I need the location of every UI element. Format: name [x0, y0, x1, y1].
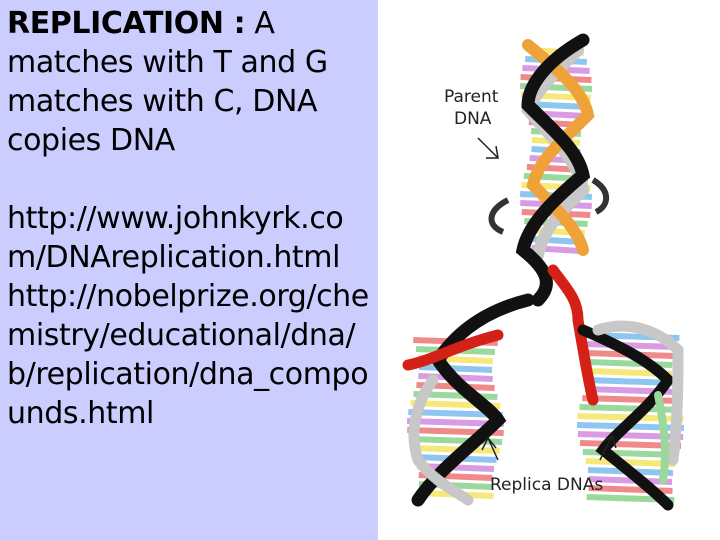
diagram-panel: Parent DNA Replica DNAs: [378, 0, 720, 540]
parent-strand-orange: [522, 39, 595, 256]
replica-right-black: [577, 324, 676, 511]
parent-pointer-arrow: [477, 137, 499, 159]
text-panel: REPLICATION : A matches with T and G mat…: [0, 0, 378, 540]
heading-body: A matches with T and G matches with C, D…: [7, 6, 328, 158]
base-pair-rung: [418, 364, 493, 373]
base-pair-rung: [579, 404, 682, 413]
parent-strand-black: [515, 33, 591, 307]
heading-bold: REPLICATION :: [7, 6, 246, 41]
label-parent-line2: DNA: [454, 109, 492, 129]
replica-left-black: [411, 293, 535, 507]
replica-pointer-right: [599, 434, 617, 461]
slide-text: REPLICATION : A matches with T and G mat…: [7, 4, 375, 433]
link-johnkyrk[interactable]: http://www.johnkyrk.com/DNAreplication.h…: [7, 201, 344, 275]
replica-left-red: [402, 329, 504, 371]
label-replica-dnas: Replica DNAs: [490, 475, 603, 495]
replica-right-green: [654, 391, 670, 484]
replica-pointer-left: [481, 436, 499, 461]
base-pair-rung: [588, 476, 673, 485]
rotation-arrow-right: [591, 177, 610, 215]
base-pair-rung: [584, 341, 677, 350]
link-nobelprize[interactable]: http://nobelprize.org/chemistry/educatio…: [7, 279, 369, 431]
base-pair-rung: [411, 445, 500, 454]
label-parent-line1: Parent: [444, 87, 499, 107]
base-pair-rung: [585, 458, 676, 467]
dna-replication-diagram: Parent DNA Replica DNAs: [402, 33, 685, 511]
base-pair-rung: [588, 359, 673, 368]
slide-heading: REPLICATION : A matches with T and G mat…: [7, 4, 375, 160]
rotation-arrow-left: [488, 197, 510, 235]
base-pair-rung: [587, 377, 674, 386]
replica-left-gray: [408, 374, 474, 506]
replica-right-gray: [592, 320, 684, 466]
parent-strand-red: [547, 264, 584, 326]
